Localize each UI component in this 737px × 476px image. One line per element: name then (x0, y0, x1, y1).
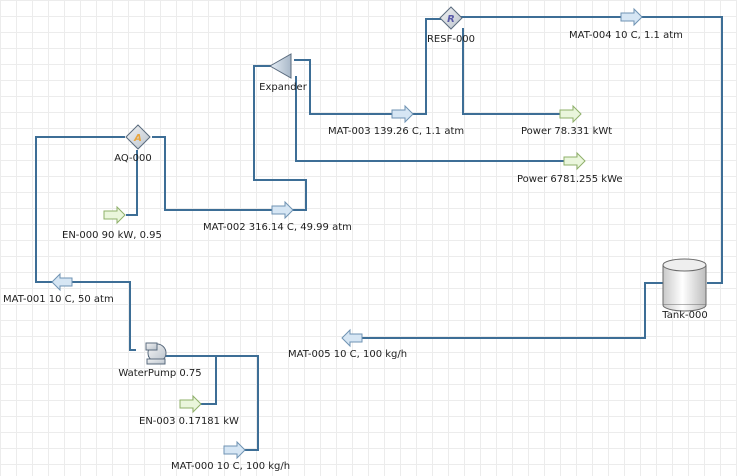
mat001-label: MAT-001 10 C, 50 atm (3, 294, 114, 305)
en003-label: EN-003 0.17181 kW (139, 416, 239, 427)
arrow-mat001[interactable] (51, 272, 73, 292)
arrow-mat000[interactable] (223, 440, 246, 460)
arrow-mat002[interactable] (271, 200, 294, 220)
stream-line-en003[interactable] (164, 355, 217, 405)
stream-line-mat004[interactable] (460, 16, 723, 284)
power-resf-label: Power 78.331 kWt (521, 126, 612, 137)
mat003-label: MAT-003 139.26 C, 1.1 atm (328, 126, 464, 137)
mat005-label: MAT-005 10 C, 100 kg/h (288, 349, 407, 360)
stream-line-mat001[interactable] (35, 136, 136, 351)
tank-label: Tank-000 (661, 310, 707, 321)
arrow-power-exp[interactable] (563, 151, 586, 171)
mat004-label: MAT-004 10 C, 1.1 atm (569, 30, 683, 41)
arrow-en000[interactable] (103, 205, 126, 225)
mat002-label: MAT-002 316.14 C, 49.99 atm (203, 222, 352, 233)
arrow-en003[interactable] (179, 394, 202, 414)
resf-unit[interactable]: R (439, 6, 463, 30)
aq-unit[interactable]: A (125, 124, 151, 150)
stream-line-mat005[interactable] (362, 282, 663, 339)
aq-badge: A (133, 133, 142, 144)
tank-unit[interactable] (662, 258, 707, 312)
stream-line-mat003[interactable] (294, 18, 441, 115)
power-exp-label: Power 6781.255 kWe (517, 174, 623, 185)
pump-label: WaterPump 0.75 (118, 368, 201, 379)
expander-label: Expander (259, 82, 308, 93)
resf-label: RESF-000 (427, 34, 475, 45)
pump-unit[interactable] (145, 342, 167, 365)
arrow-mat005[interactable] (341, 328, 363, 348)
mat000-label: MAT-000 10 C, 100 kg/h (171, 461, 290, 472)
stream-line-power-exp[interactable] (295, 76, 564, 162)
stream-line-mat002[interactable] (152, 65, 307, 211)
arrow-mat003[interactable] (391, 104, 414, 124)
expander-unit[interactable] (268, 53, 292, 79)
en000-label: EN-000 90 kW, 0.95 (62, 230, 162, 241)
arrow-mat004[interactable] (620, 7, 643, 27)
stream-line-power-resf[interactable] (462, 28, 560, 115)
aq-label: AQ-000 (114, 153, 152, 164)
arrow-power-resf[interactable] (559, 104, 582, 124)
stream-line-en000[interactable] (126, 150, 138, 216)
resf-badge: R (447, 14, 455, 25)
